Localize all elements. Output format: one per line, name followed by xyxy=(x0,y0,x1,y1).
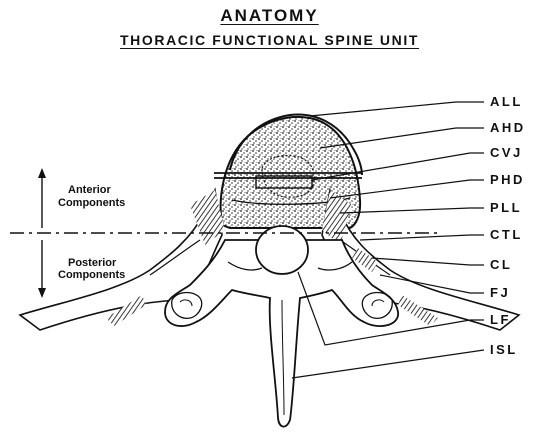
posterior-arrow xyxy=(38,240,46,298)
label-ctl: CTL xyxy=(490,227,523,242)
label-lf: LF xyxy=(490,312,511,327)
anterior-arrow xyxy=(38,168,46,228)
label-phd: PHD xyxy=(490,172,525,187)
anterior-label-line2: Components xyxy=(58,197,125,209)
label-cl: CL xyxy=(490,257,512,272)
posterior-label-line2: Components xyxy=(58,269,125,281)
label-isl: ISL xyxy=(490,342,518,357)
label-all: ALL xyxy=(490,94,523,109)
anterior-label-line1: Anterior xyxy=(68,184,112,196)
label-fj: FJ xyxy=(490,285,510,300)
label-pll: PLL xyxy=(490,200,522,215)
label-cvj: CVJ xyxy=(490,145,523,160)
posterior-label-line1: Posterior xyxy=(68,257,117,269)
label-ahd: AHD xyxy=(490,120,526,135)
